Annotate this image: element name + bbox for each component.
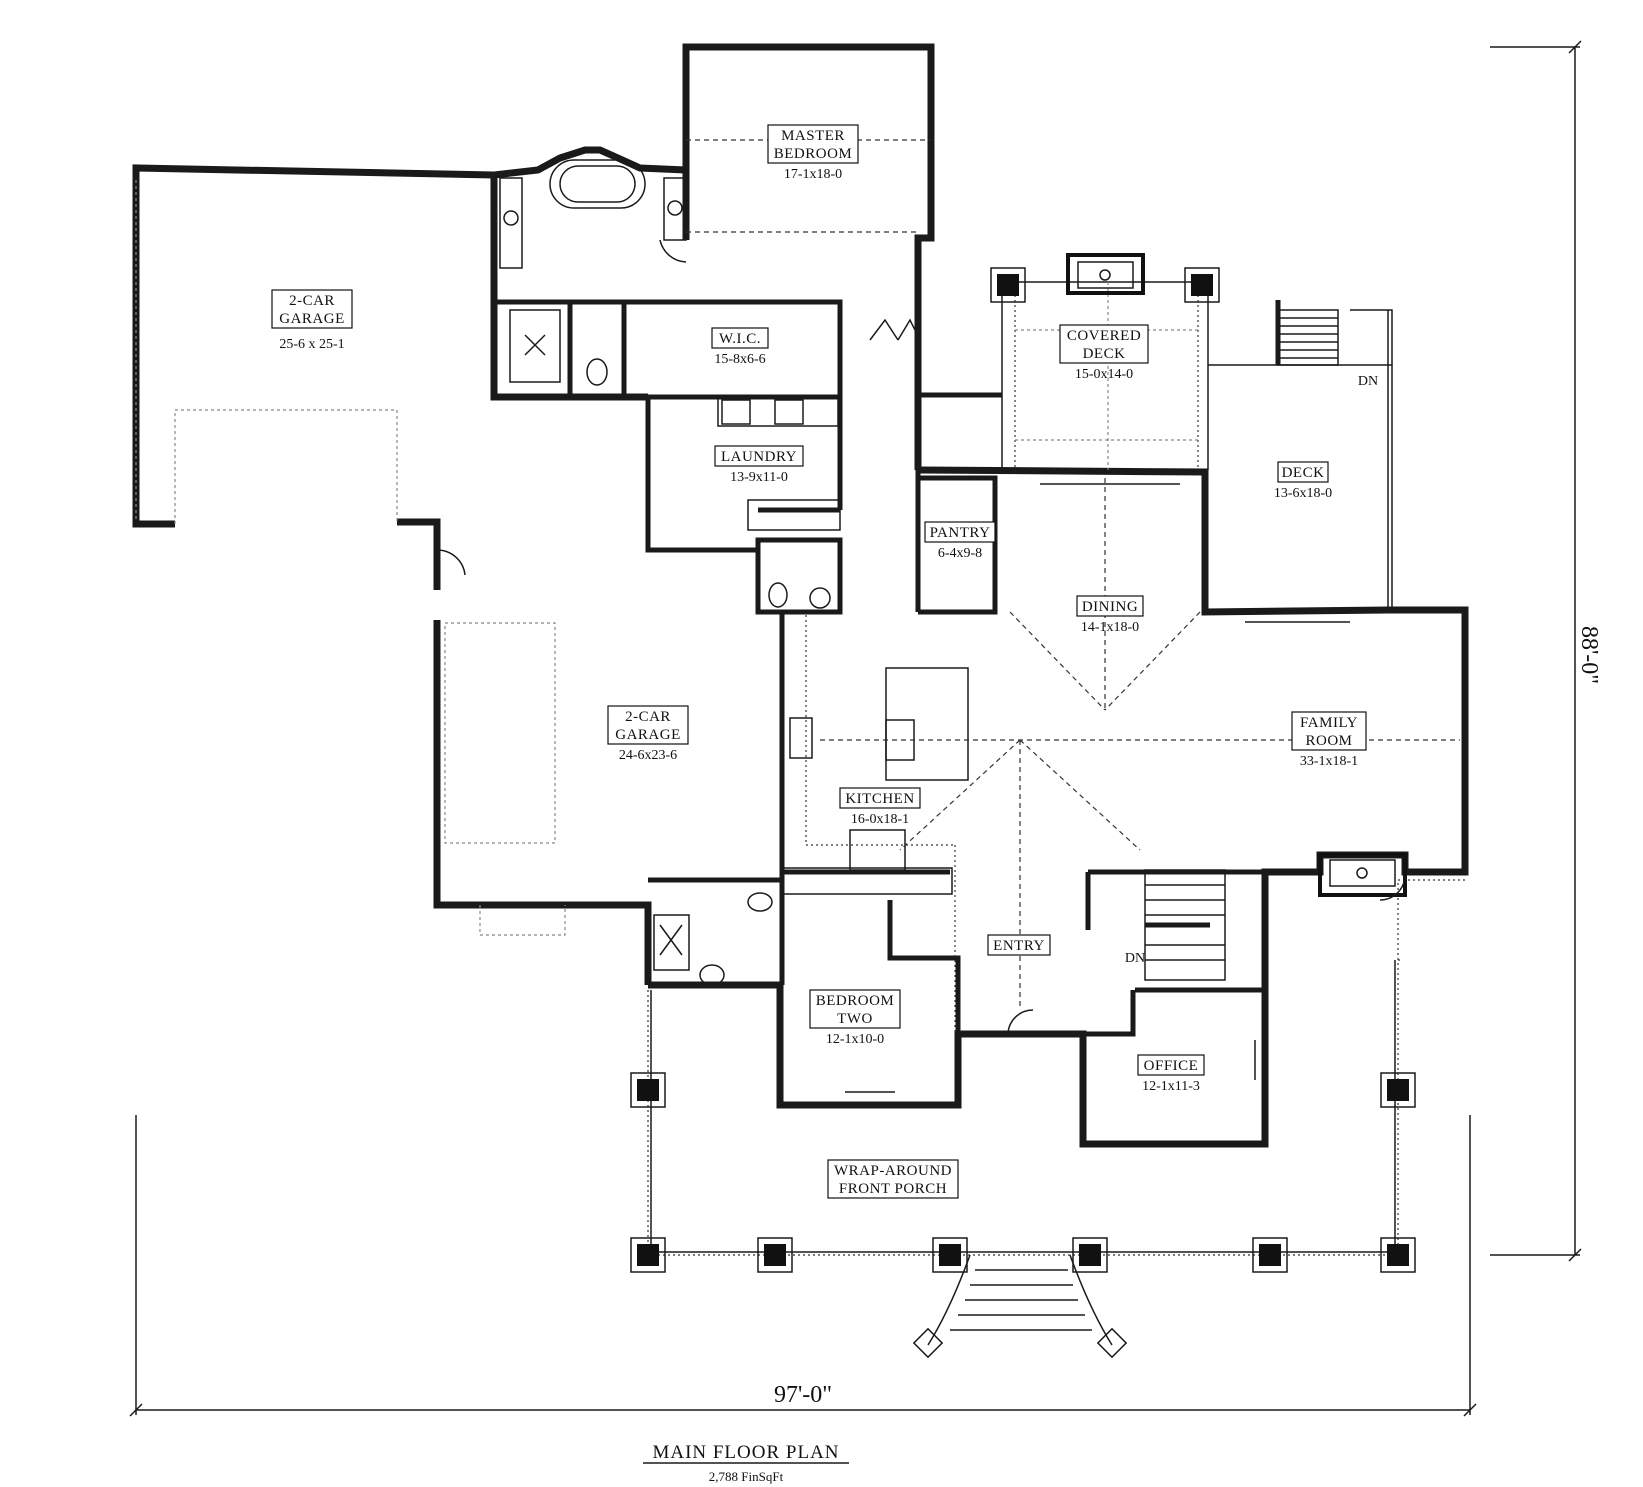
dimension-width: 97'-0": [129, 1115, 1477, 1417]
svg-text:MASTER: MASTER: [781, 128, 845, 144]
exterior-walls: [132, 43, 1469, 1148]
dimension-depth: 88'-0": [1490, 40, 1602, 1262]
room-label-bedroom-two: BEDROOM TWO 12-1x10-0: [809, 989, 901, 1047]
room-label-entry: ENTRY: [987, 934, 1051, 956]
deck-stairs: [1275, 300, 1339, 366]
room-label-garage-b: 2-CAR GARAGE 24-6x23-6: [607, 705, 689, 763]
plan-area: 2,788 FinSqFt: [709, 1469, 784, 1484]
svg-text:24-6x23-6: 24-6x23-6: [619, 748, 677, 763]
svg-text:PANTRY: PANTRY: [930, 525, 991, 541]
svg-text:16-0x18-1: 16-0x18-1: [851, 812, 909, 827]
svg-text:6-4x9-8: 6-4x9-8: [938, 546, 982, 561]
room-label-laundry: LAUNDRY 13-9x11-0: [714, 445, 804, 485]
width-dimension: 97'-0": [774, 1382, 832, 1408]
porch-outline: [647, 879, 1465, 1256]
garage-door-outlines: [135, 180, 566, 936]
entry-stair-dn: DN: [1125, 951, 1145, 966]
svg-text:25-6 x 25-1: 25-6 x 25-1: [279, 337, 344, 352]
svg-text:33-1x18-1: 33-1x18-1: [1300, 754, 1358, 769]
title-block: MAIN FLOOR PLAN 2,788 FinSqFt: [643, 1442, 849, 1484]
svg-text:15-8x6-6: 15-8x6-6: [714, 352, 765, 367]
kitchen-fixtures: [717, 397, 969, 1034]
room-label-porch: WRAP-AROUND FRONT PORCH: [827, 1159, 959, 1199]
room-label-covered-deck: COVERED DECK 15-0x14-0: [1059, 324, 1149, 382]
porch-columns: [630, 267, 1416, 1273]
slider-arrows: [845, 483, 1350, 1093]
svg-text:LAUNDRY: LAUNDRY: [721, 449, 797, 465]
svg-text:DINING: DINING: [1082, 599, 1138, 615]
covered-deck-outline: [1001, 281, 1209, 470]
svg-text:2-CAR: 2-CAR: [625, 709, 671, 725]
svg-text:17-1x18-0: 17-1x18-0: [784, 167, 842, 182]
svg-text:2-CAR: 2-CAR: [289, 293, 335, 309]
room-label-kitchen: KITCHEN 16-0x18-1: [839, 787, 921, 827]
svg-text:12-1x11-3: 12-1x11-3: [1142, 1079, 1200, 1094]
svg-text:DECK: DECK: [1083, 346, 1126, 362]
room-label-deck: DECK 13-6x18-0: [1274, 461, 1332, 501]
svg-text:FAMILY: FAMILY: [1300, 715, 1358, 731]
svg-text:DECK: DECK: [1282, 465, 1325, 481]
svg-text:15-0x14-0: 15-0x14-0: [1075, 367, 1133, 382]
deck-outline: [1208, 309, 1393, 610]
svg-text:KITCHEN: KITCHEN: [845, 791, 914, 807]
svg-text:GARAGE: GARAGE: [279, 311, 345, 327]
svg-text:BEDROOM: BEDROOM: [774, 146, 853, 162]
svg-text:ROOM: ROOM: [1305, 733, 1352, 749]
svg-text:13-9x11-0: 13-9x11-0: [730, 470, 788, 485]
room-label-dining: DINING 14-1x18-0: [1076, 595, 1144, 635]
room-label-garage-a: 2-CAR GARAGE 25-6 x 25-1: [271, 289, 353, 352]
room-label-wic: W.I.C. 15-8x6-6: [711, 327, 769, 367]
svg-text:FRONT PORCH: FRONT PORCH: [839, 1181, 947, 1197]
room-label-family: FAMILY ROOM 33-1x18-1: [1291, 711, 1367, 769]
room-label-pantry: PANTRY 6-4x9-8: [924, 521, 996, 561]
front-steps: [912, 1254, 1128, 1359]
svg-text:14-1x18-0: 14-1x18-0: [1081, 620, 1139, 635]
svg-text:W.I.C.: W.I.C.: [719, 331, 761, 347]
deck-stair-dn: DN: [1358, 374, 1378, 389]
doors: [436, 239, 1406, 1035]
svg-text:GARAGE: GARAGE: [615, 727, 681, 743]
room-label-master: MASTER BEDROOM 17-1x18-0: [767, 124, 859, 182]
svg-text:BEDROOM: BEDROOM: [816, 993, 895, 1009]
bath-fixtures: [499, 159, 831, 986]
svg-text:12-1x10-0: 12-1x10-0: [826, 1032, 884, 1047]
svg-text:TWO: TWO: [837, 1011, 873, 1027]
room-label-office: OFFICE 12-1x11-3: [1137, 1054, 1205, 1094]
svg-text:13-6x18-0: 13-6x18-0: [1274, 486, 1332, 501]
plan-title: MAIN FLOOR PLAN: [652, 1442, 839, 1463]
depth-dimension: 88'-0": [1576, 626, 1602, 684]
entry-stairs: [1144, 869, 1226, 981]
svg-text:WRAP-AROUND: WRAP-AROUND: [834, 1163, 952, 1179]
svg-text:COVERED: COVERED: [1067, 328, 1141, 344]
svg-text:OFFICE: OFFICE: [1144, 1058, 1199, 1074]
ceiling-detail-lines: [686, 139, 1460, 1010]
svg-text:ENTRY: ENTRY: [993, 938, 1045, 954]
